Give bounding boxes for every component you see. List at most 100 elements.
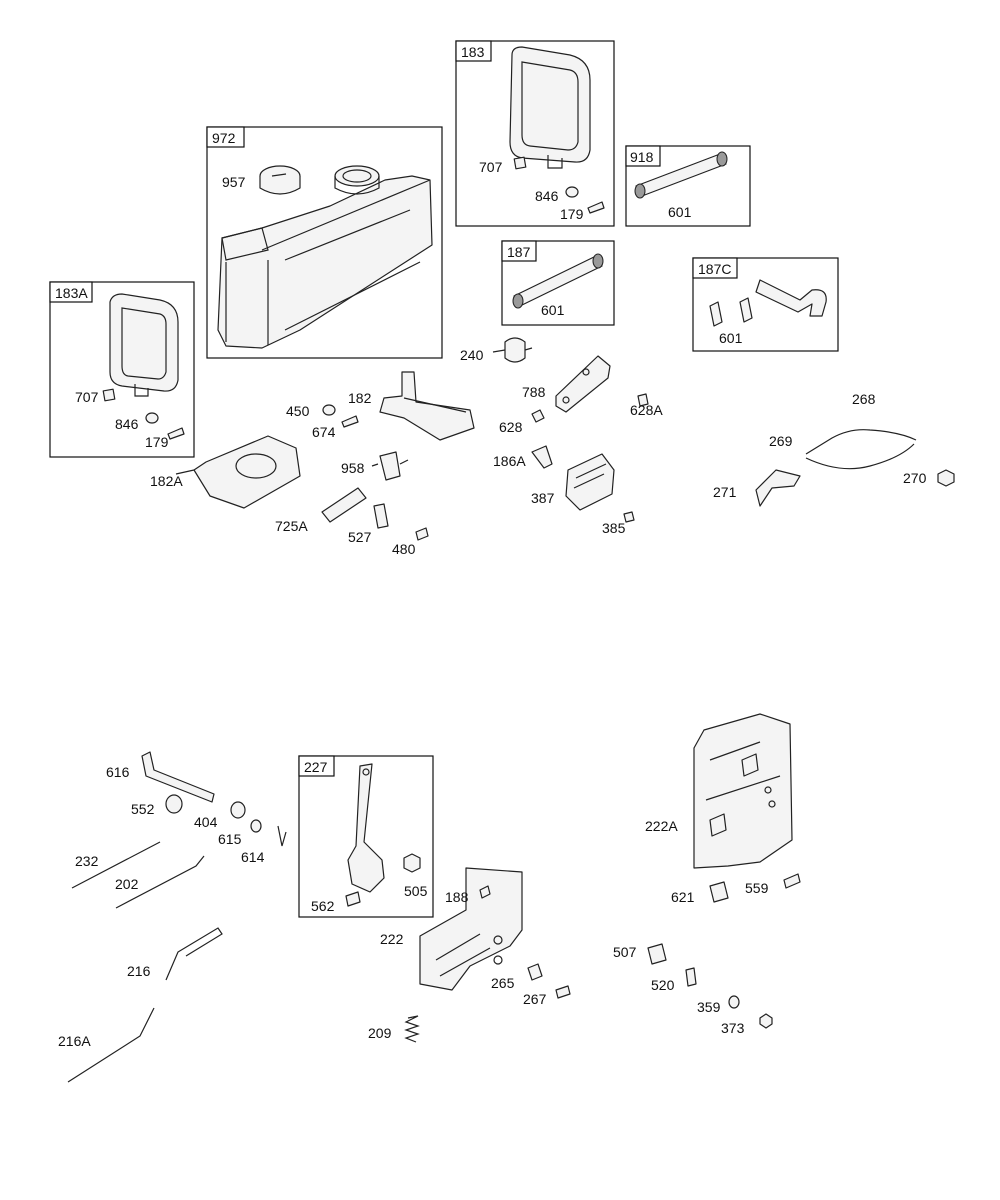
link-216A — [67, 1007, 155, 1083]
callout-846-183A: 846 — [115, 416, 139, 432]
callout-707-183A: 707 — [75, 389, 99, 405]
bracket-788 — [555, 355, 611, 413]
box-227-tab — [298, 755, 335, 777]
callout-601-187C: 601 — [719, 330, 743, 346]
callout-450: 450 — [286, 403, 310, 419]
heat-shield-182 — [379, 371, 475, 441]
shaft-616 — [141, 751, 215, 803]
box-918-tab — [625, 145, 661, 167]
callout-202: 202 — [115, 876, 139, 892]
screw-179-183A — [167, 427, 185, 440]
box-187C-tab — [692, 257, 738, 279]
tank-bracket-182A — [175, 435, 301, 509]
callout-216A: 216A — [58, 1033, 91, 1049]
callout-222: 222 — [380, 931, 404, 947]
linkage-parts: 616 552 404 615 614 232 202 216 216A — [58, 751, 287, 1083]
filter-240 — [492, 337, 533, 363]
clamp-right — [739, 297, 753, 323]
clip-615 — [250, 819, 262, 833]
washer-846-183A — [145, 412, 159, 424]
callout-267: 267 — [523, 991, 547, 1007]
screw-559 — [783, 873, 801, 889]
callout-179-183A: 179 — [145, 434, 169, 450]
callout-616: 616 — [106, 764, 130, 780]
bushing-552 — [165, 794, 183, 814]
fuel-pump-387 — [565, 453, 615, 511]
callout-628A: 628A — [630, 402, 663, 418]
box-187C-frame — [692, 257, 839, 352]
pin-614 — [277, 825, 287, 847]
box-187-frame — [501, 240, 615, 326]
callout-179: 179 — [560, 206, 584, 222]
callout-674: 674 — [312, 424, 336, 440]
callout-520: 520 — [651, 977, 675, 993]
callout-182: 182 — [348, 390, 372, 406]
screw-628A — [637, 393, 649, 407]
bolt-562 — [345, 891, 361, 907]
screw-385 — [623, 511, 635, 523]
washer-846 — [565, 186, 579, 198]
washer-359 — [728, 995, 740, 1009]
callout-271: 271 — [713, 484, 737, 500]
callout-186A: 186A — [493, 453, 526, 469]
box-183-tab — [455, 40, 492, 62]
callout-269: 269 — [769, 433, 793, 449]
box-918-label: 918 — [630, 149, 654, 165]
callout-209: 209 — [368, 1025, 392, 1041]
callout-387: 387 — [531, 490, 555, 506]
callout-707: 707 — [479, 159, 503, 175]
connector-507 — [647, 943, 667, 965]
callout-614: 614 — [241, 849, 265, 865]
callout-216: 216 — [127, 963, 151, 979]
callout-359: 359 — [697, 999, 721, 1015]
box-227-frame — [298, 755, 434, 918]
spring-232 — [71, 841, 161, 889]
washer-404 — [230, 801, 246, 819]
air-baffle — [509, 46, 591, 163]
link-216 — [165, 927, 223, 981]
box-187C-label: 187C — [698, 261, 731, 277]
clamp-left — [709, 301, 723, 327]
box-183A-label: 183A — [55, 285, 88, 301]
callout-480: 480 — [392, 541, 416, 557]
group-918: 918 601 — [625, 145, 751, 227]
nut-505 — [403, 853, 421, 873]
clip-707 — [513, 156, 527, 170]
box-183A-frame — [49, 281, 195, 458]
box-187-label: 187 — [507, 244, 531, 260]
box-972-label: 972 — [212, 130, 236, 146]
callout-628: 628 — [499, 419, 523, 435]
spring-209 — [404, 1015, 420, 1043]
box-972-tab — [206, 126, 245, 148]
clip-707-183A — [102, 388, 116, 402]
callout-846: 846 — [535, 188, 559, 204]
group-187: 187 601 — [501, 240, 615, 326]
clip-520 — [685, 967, 697, 987]
air-baffle-183A — [109, 293, 179, 392]
box-918-frame — [625, 145, 751, 227]
screw-267 — [555, 985, 571, 999]
callout-182A: 182A — [150, 473, 183, 489]
throttle-cable-268 — [805, 429, 917, 470]
callout-232: 232 — [75, 853, 99, 869]
callout-725A: 725A — [275, 518, 308, 534]
group-227: 227 562 505 — [298, 755, 434, 918]
fuel-tank — [217, 165, 433, 349]
callout-957: 957 — [222, 174, 246, 190]
callout-404: 404 — [194, 814, 218, 830]
callout-615: 615 — [218, 831, 242, 847]
shutoff-valve-958 — [371, 451, 409, 481]
group-187C: 187C 601 — [692, 257, 839, 352]
callout-385: 385 — [602, 520, 626, 536]
box-183-frame — [455, 40, 615, 227]
callout-601-918: 601 — [668, 204, 692, 220]
callout-559: 559 — [745, 880, 769, 896]
group-183A: 183A 707 846 179 — [49, 281, 195, 458]
callout-268: 268 — [852, 391, 876, 407]
callout-527: 527 — [348, 529, 372, 545]
link-202 — [115, 855, 205, 909]
hose-725A — [321, 487, 367, 523]
callout-958: 958 — [341, 460, 365, 476]
molded-hose — [755, 279, 827, 317]
callout-788: 788 — [522, 384, 546, 400]
